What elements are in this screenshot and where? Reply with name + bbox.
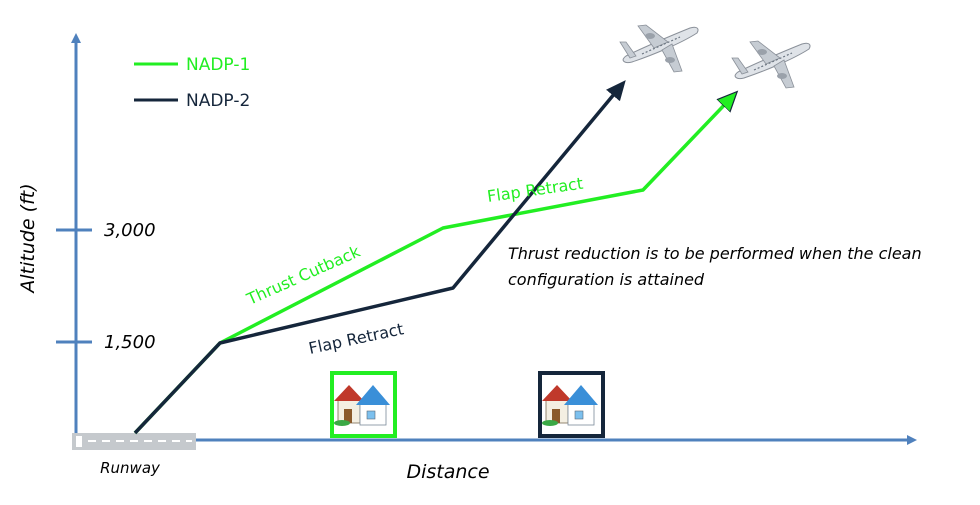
runway: [72, 433, 196, 450]
nadp2-profile-line: [133, 80, 626, 435]
legend-nadp1-label: NADP-1: [186, 55, 250, 75]
nadp2-flap-retract-label: Flap Retract: [307, 319, 406, 358]
airplane-icon: [731, 40, 811, 89]
note-line-2: configuration is attained: [508, 270, 705, 289]
airplane-icon: [619, 24, 699, 73]
x-axis-label: Distance: [406, 461, 489, 483]
y-tick-label-1500: 1,500: [104, 332, 156, 353]
y-tick-label-3000: 3,000: [104, 220, 156, 241]
note-line-1: Thrust reduction is to be performed when…: [508, 244, 922, 263]
legend-nadp2-label: NADP-2: [186, 91, 250, 111]
y-axis-label: Altitude (ft): [17, 183, 39, 294]
nadp1-flap-retract-label: Flap Retract: [486, 174, 584, 206]
runway-label: Runway: [100, 459, 161, 477]
nadp1-profile-line: [133, 98, 731, 435]
